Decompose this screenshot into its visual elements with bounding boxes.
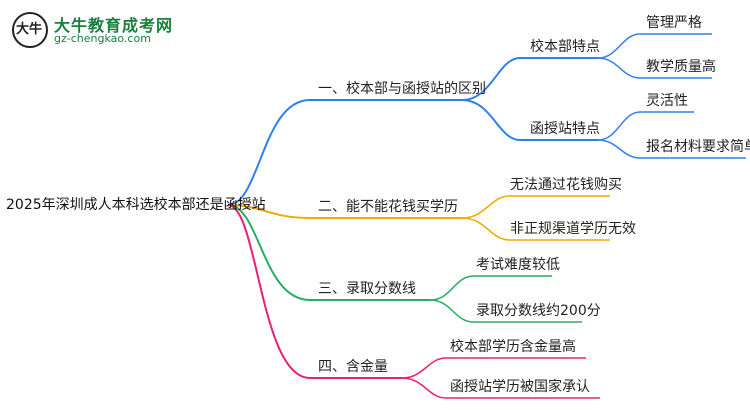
connector-branch2-leaf2: [461, 217, 610, 241]
connector-branch1-sub1: [461, 57, 598, 101]
site-logo: 大牛 大牛教育成考网 gz-chengkao.com: [8, 10, 178, 52]
connector-root-branch2: [227, 204, 462, 219]
branch-2-label: 二、能不能花钱买学历: [318, 199, 458, 215]
branch-3-label: 三、录取分数线: [318, 281, 416, 297]
connector-branch1-sub2: [461, 99, 598, 141]
branch-1-sub-2-leaf-1: 灵活性: [646, 93, 688, 109]
branch-1-label: 一、校本部与函授站的区别: [318, 81, 486, 97]
logo-mark: 大牛: [16, 22, 43, 37]
branch-3-leaf-2: 录取分数线约200分: [476, 303, 601, 319]
connector-branch4-leaf1: [401, 357, 586, 379]
branch-4-leaf-2: 函授站学历被国家承认: [450, 379, 590, 395]
branch-1-sub-2-label: 函授站特点: [530, 121, 600, 137]
connector-branch3-leaf1: [429, 275, 552, 301]
logo-site-url: gz-chengkao.com: [54, 32, 151, 45]
branch-1-sub-1-label: 校本部特点: [530, 39, 600, 55]
logo-emblem-icon: [12, 12, 48, 48]
connector-sub2-leaf2: [597, 139, 746, 159]
branch-3-leaf-1: 考试难度较低: [476, 257, 560, 273]
connector-sub1-leaf1: [597, 33, 712, 59]
connector-branch2-leaf1: [461, 195, 610, 219]
connector-sub2-leaf1: [597, 111, 694, 141]
branch-1-sub-1-leaf-1: 管理严格: [646, 15, 702, 31]
branch-2-leaf-1: 无法通过花钱购买: [510, 177, 622, 193]
branch-1-sub-1-leaf-2: 教学质量高: [646, 59, 716, 75]
branch-1-sub-2-leaf-2: 报名材料要求简单: [646, 139, 750, 155]
connector-root-branch4: [227, 204, 402, 379]
connector-branch4-leaf2: [401, 377, 600, 399]
root-topic: 2025年深圳成人本科选校本部还是函授站: [6, 197, 266, 213]
connector-root-branch3: [227, 204, 430, 301]
branch-2-leaf-2: 非正规渠道学历无效: [510, 221, 636, 237]
connector-sub1-leaf2: [597, 57, 712, 79]
branch-4-leaf-1: 校本部学历含金量高: [450, 339, 576, 355]
logo-site-name: 大牛教育成考网: [54, 16, 174, 35]
connector-root-branch1: [227, 99, 462, 206]
branch-4-label: 四、含金量: [318, 359, 388, 375]
connector-branch3-leaf2: [429, 299, 582, 323]
